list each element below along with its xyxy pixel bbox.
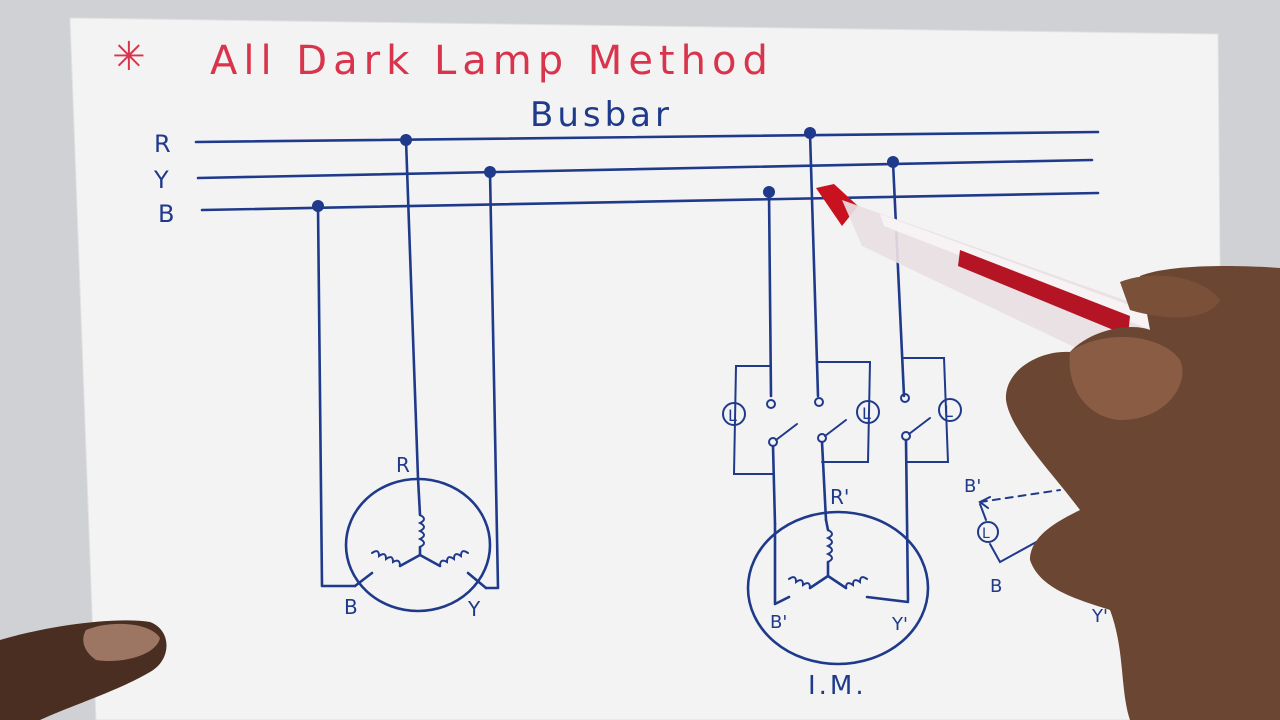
induction-machine-label: I.M. xyxy=(808,671,867,701)
lamp-1-label: L xyxy=(728,406,737,425)
busbar-y-line xyxy=(196,158,1094,180)
switch-lamp-box-1 xyxy=(722,365,798,526)
sketch-label-b-prime: B' xyxy=(964,476,981,497)
left-terminal-b: B xyxy=(344,595,358,619)
left-connections xyxy=(312,134,500,590)
busbar-label: Busbar xyxy=(530,95,673,135)
lamp-2-label: L xyxy=(862,404,871,423)
title-star-icon: ✳ xyxy=(112,34,146,80)
sketch-label-b: B xyxy=(990,576,1002,597)
right-induction-machine xyxy=(746,510,930,666)
busbar-label-r: R xyxy=(154,130,171,158)
switch-lamp-box-3 xyxy=(900,357,962,602)
left-terminal-y: Y xyxy=(467,597,481,621)
right-terminal-y: Y' xyxy=(891,614,908,635)
left-generator xyxy=(344,476,492,613)
busbar-label-y: Y xyxy=(153,166,169,194)
right-terminal-r: R' xyxy=(830,485,849,509)
busbar-label-b: B xyxy=(158,200,174,228)
left-terminal-r: R xyxy=(396,453,410,477)
sketch-label-y-prime: Y' xyxy=(1091,606,1108,627)
right-connections xyxy=(763,127,906,398)
lamp-3-label: L xyxy=(944,402,953,421)
left-thumb-image xyxy=(0,620,167,720)
busbar-r-line xyxy=(194,130,1100,144)
paper-sheet xyxy=(69,17,1225,720)
right-terminal-b: B' xyxy=(770,612,787,633)
side-phasor-sketch xyxy=(977,489,1061,564)
right-hand-image xyxy=(1005,266,1280,720)
page-title: All Dark Lamp Method xyxy=(210,38,774,84)
switch-lamp-box-2 xyxy=(814,361,880,522)
busbar-b-line xyxy=(200,191,1100,212)
sketch-lamp-label: L xyxy=(982,526,990,542)
